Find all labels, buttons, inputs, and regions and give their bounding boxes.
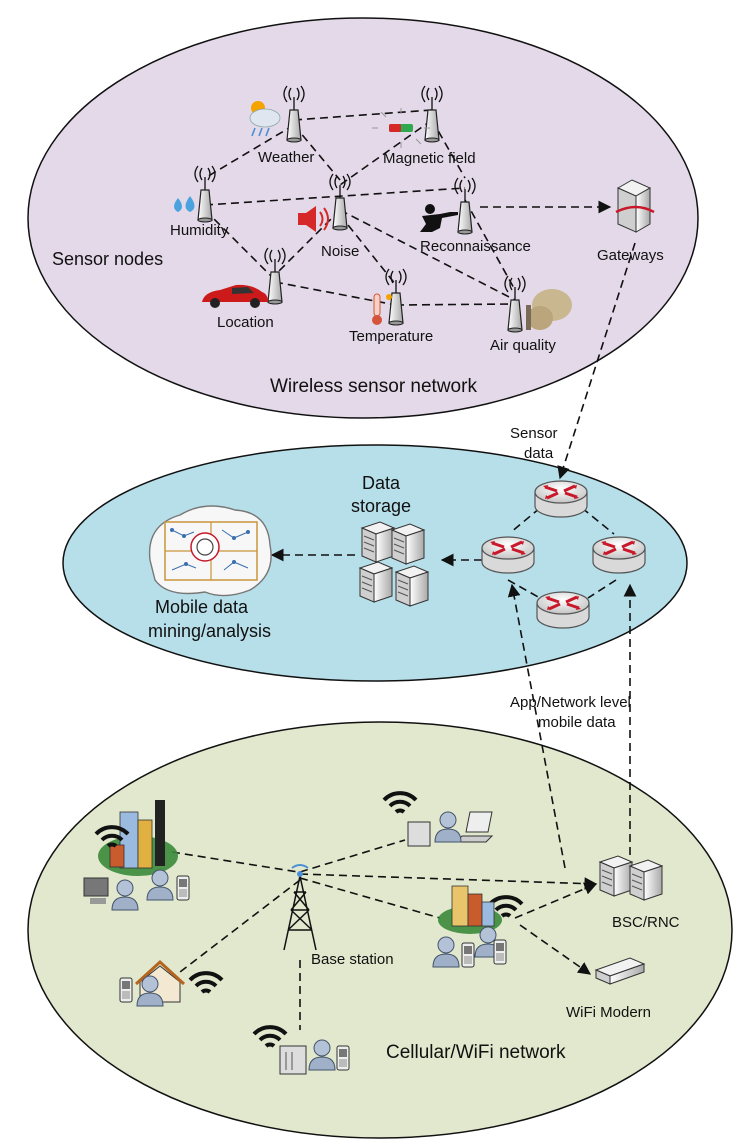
- app-level-label-line2: mobile data: [538, 714, 616, 731]
- wsn-title: Wireless sensor network: [270, 376, 477, 397]
- sensor-links: [204, 109, 612, 306]
- weather-cloud-icon: [249, 101, 281, 137]
- weather-label: Weather: [258, 149, 314, 166]
- router-top-icon: [533, 479, 589, 519]
- magnet-icon: [372, 108, 430, 148]
- cellular-title: Cellular/WiFi network: [386, 1042, 566, 1063]
- mining-label-line1: Mobile data: [155, 597, 249, 617]
- phone-icon-2: [461, 942, 475, 968]
- temperature-label: Temperature: [349, 328, 433, 345]
- cellular-links: [171, 583, 637, 1030]
- car-icon: [202, 284, 268, 308]
- location-label: Location: [217, 314, 274, 331]
- gateway-icon: [615, 179, 655, 233]
- thermometer-icon: [372, 293, 392, 325]
- water-drops-icon: [174, 196, 195, 212]
- soldier-icon: [420, 204, 458, 232]
- noise-label: Noise: [321, 243, 359, 260]
- bsc-rnc-label: BSC/RNC: [612, 914, 680, 931]
- desk-office-icon: [279, 1045, 307, 1075]
- base-station-label: Base station: [311, 951, 394, 968]
- router-links: [270, 507, 617, 599]
- sensor-data-label-line1: Sensor: [510, 425, 558, 442]
- phone-icon-1: [176, 875, 190, 901]
- router-right-icon: [591, 535, 647, 575]
- wifi-modem-label: WiFi Modern: [566, 1004, 651, 1021]
- base-station-tower-icon: [283, 864, 317, 951]
- reconnaissance-label: Reconnaissance: [420, 238, 531, 255]
- data-storage-label-line1: Data: [362, 473, 401, 493]
- city-cluster-icon: [83, 800, 178, 904]
- phone-icon-5: [336, 1045, 350, 1071]
- sensor-nodes-caption: Sensor nodes: [52, 249, 163, 269]
- brain-network-icon: [148, 505, 272, 597]
- air-quality-label: Air quality: [490, 337, 556, 354]
- humidity-label: Humidity: [170, 222, 229, 239]
- building-cluster-icon: [438, 885, 502, 934]
- phone-icon-3: [493, 939, 507, 965]
- bsc-rnc-servers-icon: [599, 855, 663, 901]
- speaker-icon: [298, 206, 329, 232]
- phone-icon-4: [119, 977, 133, 1003]
- router-bottom-icon: [535, 590, 591, 630]
- cellular-wifi-network-zone: [27, 721, 733, 1139]
- app-level-label-line1: App/Network level: [510, 694, 631, 711]
- router-left-icon: [480, 535, 536, 575]
- smoke-icon: [526, 289, 572, 330]
- gateway-to-router-link: [557, 242, 636, 480]
- mining-label-line2: mining/analysis: [148, 621, 271, 641]
- magnetic-field-label: Magnetic field: [383, 150, 476, 167]
- sensor-data-label-line2: data: [524, 445, 554, 462]
- wifi-modem-icon: [594, 957, 646, 985]
- laptop-office-icon: [407, 811, 494, 847]
- data-storage-label-line2: storage: [351, 496, 411, 516]
